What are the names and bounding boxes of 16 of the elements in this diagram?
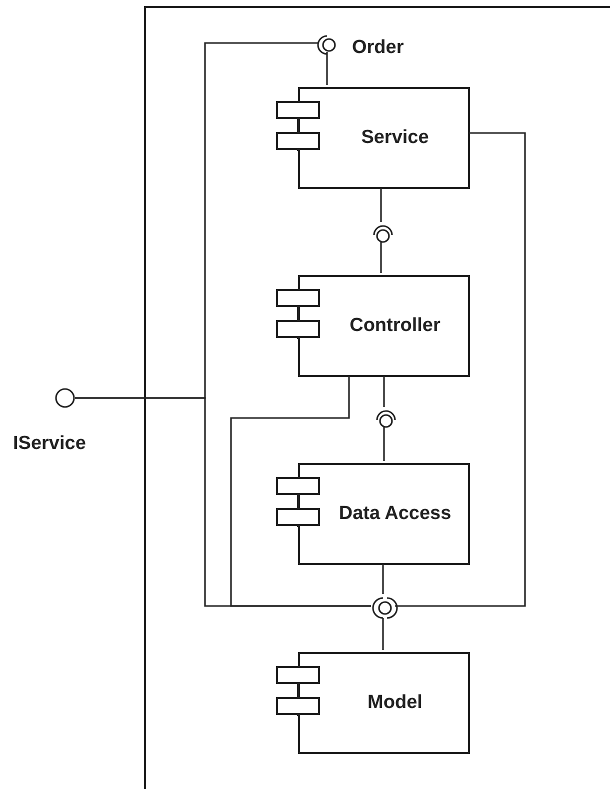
component-name: Data Access (338, 502, 452, 526)
connector-line (75, 397, 371, 607)
connector-line (326, 52, 328, 85)
connector-line (380, 242, 382, 273)
system-boundary (144, 6, 610, 789)
connector-line (383, 375, 385, 407)
connector-line (382, 618, 384, 650)
connector-line (382, 563, 384, 594)
connector-line (395, 132, 526, 607)
connector-line (380, 187, 382, 222)
component-name: Model (368, 690, 422, 715)
component-name: Controller (350, 314, 440, 338)
interface-label: IService (13, 432, 86, 456)
interface-label: Order (352, 36, 404, 60)
component-name: Service (361, 126, 429, 150)
connector-line (383, 427, 385, 461)
